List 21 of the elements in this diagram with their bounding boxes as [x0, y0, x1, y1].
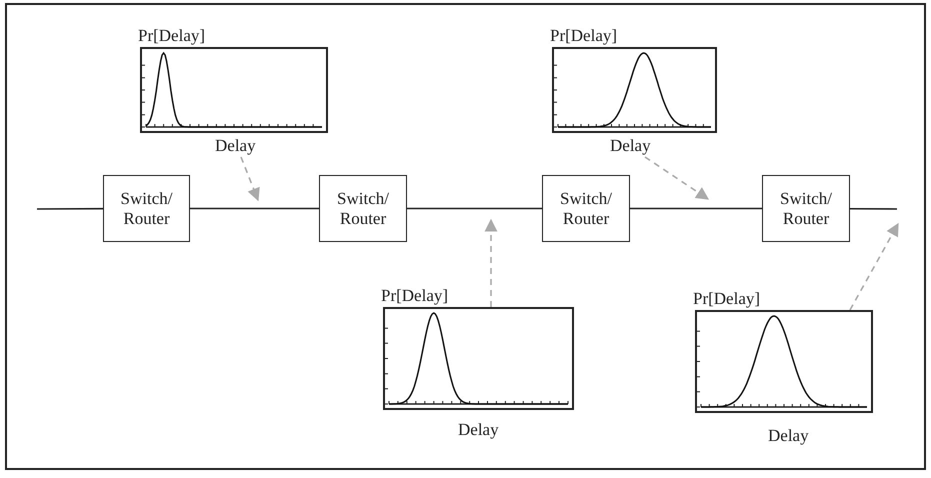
link-line: [630, 208, 762, 210]
axis-title: Pr[Delay]: [693, 289, 760, 309]
axis-label: Delay: [458, 420, 499, 440]
axis-label: Delay: [610, 136, 651, 156]
arrow: [240, 156, 260, 202]
switch-router-box: Switch/ Router: [762, 175, 850, 242]
link-line: [190, 208, 319, 210]
link-line: [37, 208, 103, 210]
arrow: [484, 218, 498, 307]
link-line: [850, 208, 897, 210]
axis-title: Pr[Delay]: [381, 286, 448, 306]
arrow: [849, 222, 899, 310]
axis-label: Delay: [768, 426, 809, 446]
switch-router-box: Switch/ Router: [103, 175, 190, 242]
arrow: [644, 156, 710, 200]
axis-title: Pr[Delay]: [550, 26, 618, 46]
axis-title: Pr[Delay]: [138, 26, 206, 46]
switch-router-box: Switch/ Router: [542, 175, 630, 242]
link-line: [407, 208, 542, 210]
switch-router-box: Switch/ Router: [319, 175, 407, 242]
axis-label: Delay: [215, 136, 256, 156]
